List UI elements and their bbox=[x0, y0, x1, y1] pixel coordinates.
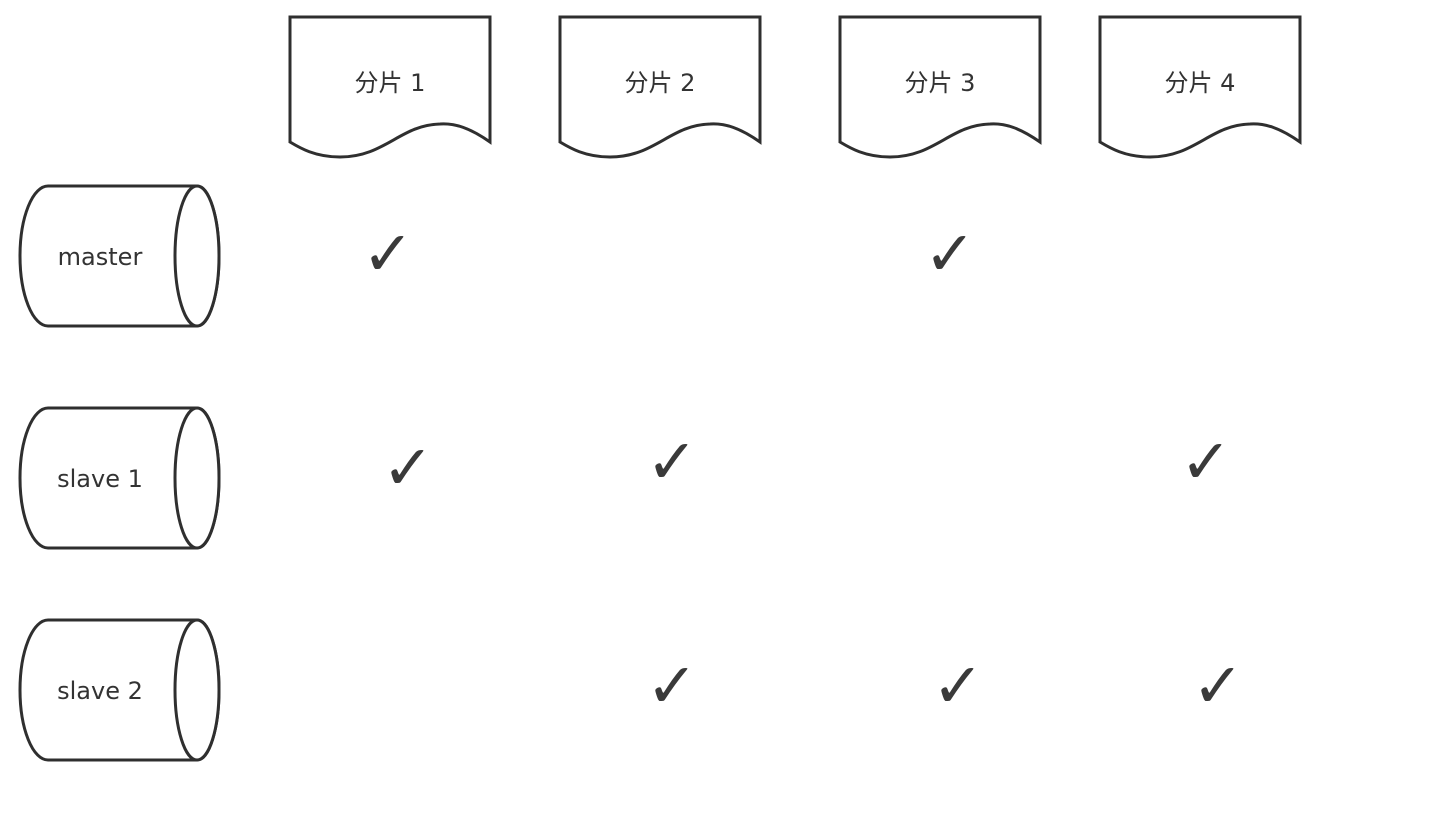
node-slave1[interactable]: slave 1 bbox=[18, 406, 221, 550]
check-mark-slave2-shard-3: ✓ bbox=[932, 649, 984, 722]
shard-document-3[interactable]: 分片 3 bbox=[838, 15, 1042, 159]
shard-document-2[interactable]: 分片 2 bbox=[558, 15, 762, 159]
node-label: slave 1 bbox=[57, 465, 143, 493]
check-mark-master-shard-1: ✓ bbox=[362, 217, 414, 290]
node-slave2[interactable]: slave 2 bbox=[18, 618, 221, 762]
shard-label: 分片 3 bbox=[905, 69, 976, 97]
check-mark-slave2-shard-4: ✓ bbox=[1192, 649, 1244, 722]
check-mark-slave1-shard-1: ✓ bbox=[382, 431, 434, 504]
check-mark-slave1-shard-2: ✓ bbox=[646, 425, 698, 498]
check-mark-slave1-shard-4: ✓ bbox=[1180, 425, 1232, 498]
shard-document-1[interactable]: 分片 1 bbox=[288, 15, 492, 159]
node-label: master bbox=[58, 243, 143, 271]
node-label: slave 2 bbox=[57, 677, 143, 705]
check-mark-slave2-shard-2: ✓ bbox=[646, 649, 698, 722]
node-master[interactable]: master bbox=[18, 184, 221, 328]
shard-label: 分片 2 bbox=[625, 69, 696, 97]
check-mark-master-shard-3: ✓ bbox=[924, 217, 976, 290]
checks: ✓ ✓ ✓ ✓ ✓ ✓ ✓ ✓ bbox=[362, 217, 1244, 722]
shard-label: 分片 4 bbox=[1165, 69, 1236, 97]
shard-label: 分片 1 bbox=[355, 69, 426, 97]
shard-document-4[interactable]: 分片 4 bbox=[1098, 15, 1302, 159]
